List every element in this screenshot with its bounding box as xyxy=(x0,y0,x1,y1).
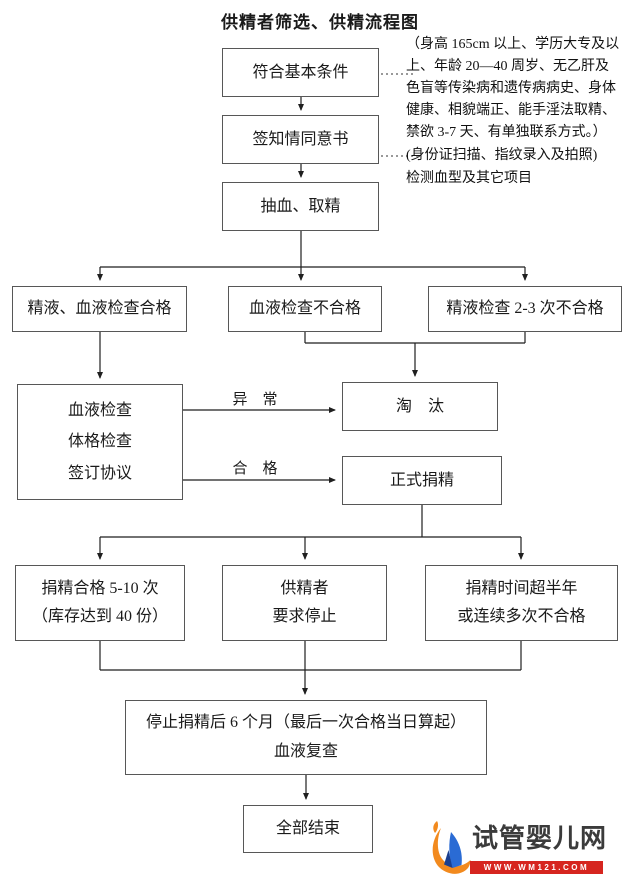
node-blood-recheck-line2: 血液复查 xyxy=(273,742,338,760)
node-overtime-or-fail-line2: 或连续多次不合格 xyxy=(457,608,586,626)
page-title: 供精者筛选、供精流程图 xyxy=(221,13,419,32)
node-blood-semen-sampling: 抽血、取精 xyxy=(222,182,379,231)
annotation-line: 检测血型及其它项目 xyxy=(406,171,532,186)
node-donor-requests-stop-line2: 要求停止 xyxy=(272,608,337,626)
node-eliminate-label: 淘 汰 xyxy=(395,397,444,415)
node-blood-semen-sampling-label: 抽血、取精 xyxy=(260,197,341,215)
node-blood-recheck-line1: 停止捐精后 6 个月（最后一次合格当日算起） xyxy=(145,714,466,732)
node-blood-recheck: 停止捐精后 6 个月（最后一次合格当日算起） 血液复查 xyxy=(125,700,487,775)
annotation-line: 禁欲 3-7 天、有单独联系方式。） xyxy=(406,125,607,140)
annotation-consent: (身份证扫描、指纹录入及拍照) 检测血型及其它项目 xyxy=(406,144,640,190)
annotation-line: 上、年龄 20—40 周岁、无乙肝及 xyxy=(406,59,609,74)
node-consent-form: 签知情同意书 xyxy=(222,115,379,164)
annotation-line: (身份证扫描、指纹录入及拍照) xyxy=(406,148,598,163)
annotation-line: 健康、相貌端正、能手淫法取精、 xyxy=(406,103,616,118)
node-exam-pass-label: 精液、血液检查合格 xyxy=(27,300,172,317)
node-basic-conditions-label: 符合基本条件 xyxy=(252,63,349,81)
site-url: WWW.WM121.COM xyxy=(483,863,590,872)
annotation-line: （身高 165cm 以上、学历大专及以 xyxy=(406,37,620,52)
node-donation-complete-line1: 捐精合格 5-10 次 xyxy=(41,579,159,597)
annotation-basic-conditions: （身高 165cm 以上、学历大专及以 上、年龄 20—40 周岁、无乙肝及 色… xyxy=(406,34,640,144)
annotation-line: 色盲等传染病和遗传病病史、身体 xyxy=(406,81,616,96)
node-review-checks: 血液检查 体格检查 签订协议 xyxy=(17,384,183,500)
node-consent-form-label: 签知情同意书 xyxy=(252,130,349,148)
node-official-donation: 正式捐精 xyxy=(342,456,502,505)
edge-label-abnormal: 异 常 xyxy=(232,392,278,408)
site-logo-icon xyxy=(432,821,471,874)
node-review-line3: 签订协议 xyxy=(67,464,132,482)
node-semen-fail: 精液检查 2-3 次不合格 xyxy=(428,286,622,332)
node-official-donation-label: 正式捐精 xyxy=(389,471,454,489)
edge-label-normal: 合 格 xyxy=(232,461,278,477)
node-blood-fail: 血液检查不合格 xyxy=(228,286,382,332)
node-basic-conditions: 符合基本条件 xyxy=(222,48,379,97)
site-url-bar: WWW.WM121.COM xyxy=(470,861,603,874)
node-exam-pass: 精液、血液检查合格 xyxy=(12,286,187,332)
node-donation-complete-line2: （库存达到 40 份） xyxy=(31,608,168,626)
site-name: 试管婴儿网 xyxy=(472,824,608,853)
node-donor-requests-stop-line1: 供精者 xyxy=(280,579,329,597)
node-review-line1: 血液检查 xyxy=(67,401,132,419)
node-all-finished: 全部结束 xyxy=(243,805,373,853)
node-blood-fail-label: 血液检查不合格 xyxy=(248,300,361,317)
node-overtime-or-fail: 捐精时间超半年 或连续多次不合格 xyxy=(425,565,618,641)
node-eliminate: 淘 汰 xyxy=(342,382,498,431)
node-overtime-or-fail-line1: 捐精时间超半年 xyxy=(465,579,578,597)
node-all-finished-label: 全部结束 xyxy=(275,820,340,837)
node-review-line2: 体格检查 xyxy=(67,433,132,450)
site-watermark: 试管婴儿网 WWW.WM121.COM xyxy=(428,816,618,874)
node-semen-fail-label: 精液检查 2-3 次不合格 xyxy=(446,300,604,317)
node-donation-complete: 捐精合格 5-10 次 （库存达到 40 份） xyxy=(15,565,185,641)
node-donor-requests-stop: 供精者 要求停止 xyxy=(222,565,387,641)
